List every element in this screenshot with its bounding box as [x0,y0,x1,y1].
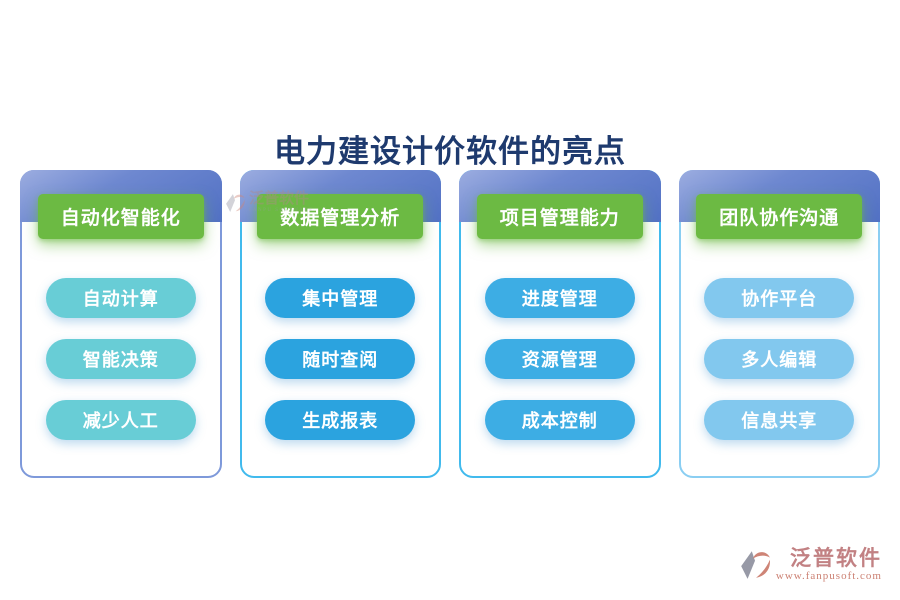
feature-pill[interactable]: 减少人工 [45,400,196,440]
page-title: 电力建设计价软件的亮点 [274,134,626,169]
footer-brand-name: 泛普软件 [790,546,882,570]
card-header-button[interactable]: 自动化智能化 [37,194,204,239]
feature-pill[interactable]: 多人编辑 [704,339,855,379]
feature-pill[interactable]: 智能决策 [45,339,196,379]
feature-pill[interactable]: 自动计算 [45,278,196,318]
feature-pill[interactable]: 协作平台 [704,278,855,318]
pill-list: 协作平台 多人编辑 信息共享 [681,278,879,440]
card-data-management: 数据管理分析 集中管理 随时查阅 生成报表 [239,170,441,478]
feature-pill[interactable]: 信息共享 [704,400,855,440]
pill-list: 自动计算 智能决策 减少人工 [22,278,220,440]
pill-list: 集中管理 随时查阅 生成报表 [242,278,440,440]
feature-pill[interactable]: 生成报表 [265,400,416,440]
card-project-management: 项目管理能力 进度管理 资源管理 成本控制 [459,170,661,478]
feature-pill[interactable]: 资源管理 [484,339,635,379]
card-header-button[interactable]: 数据管理分析 [257,194,424,239]
footer-brand-logo[interactable]: 泛普软件 www.fanpusoft.com [738,547,882,588]
feature-pill[interactable]: 集中管理 [265,278,416,318]
fanpu-logo-icon [738,547,772,588]
card-automation: 自动化智能化 自动计算 智能决策 减少人工 [20,170,222,478]
footer-brand-url[interactable]: www.fanpusoft.com [775,570,882,582]
feature-pill[interactable]: 成本控制 [484,400,635,440]
card-header-button[interactable]: 团队协作沟通 [696,194,863,239]
pill-list: 进度管理 资源管理 成本控制 [461,278,659,440]
feature-pill[interactable]: 随时查阅 [265,339,416,379]
card-header-button[interactable]: 项目管理能力 [476,194,643,239]
feature-pill[interactable]: 进度管理 [484,278,635,318]
card-team-collaboration: 团队协作沟通 协作平台 多人编辑 信息共享 [678,170,880,478]
feature-cards-row: 自动化智能化 自动计算 智能决策 减少人工 数据管理分析 集中管理 随时查阅 生… [20,170,880,478]
